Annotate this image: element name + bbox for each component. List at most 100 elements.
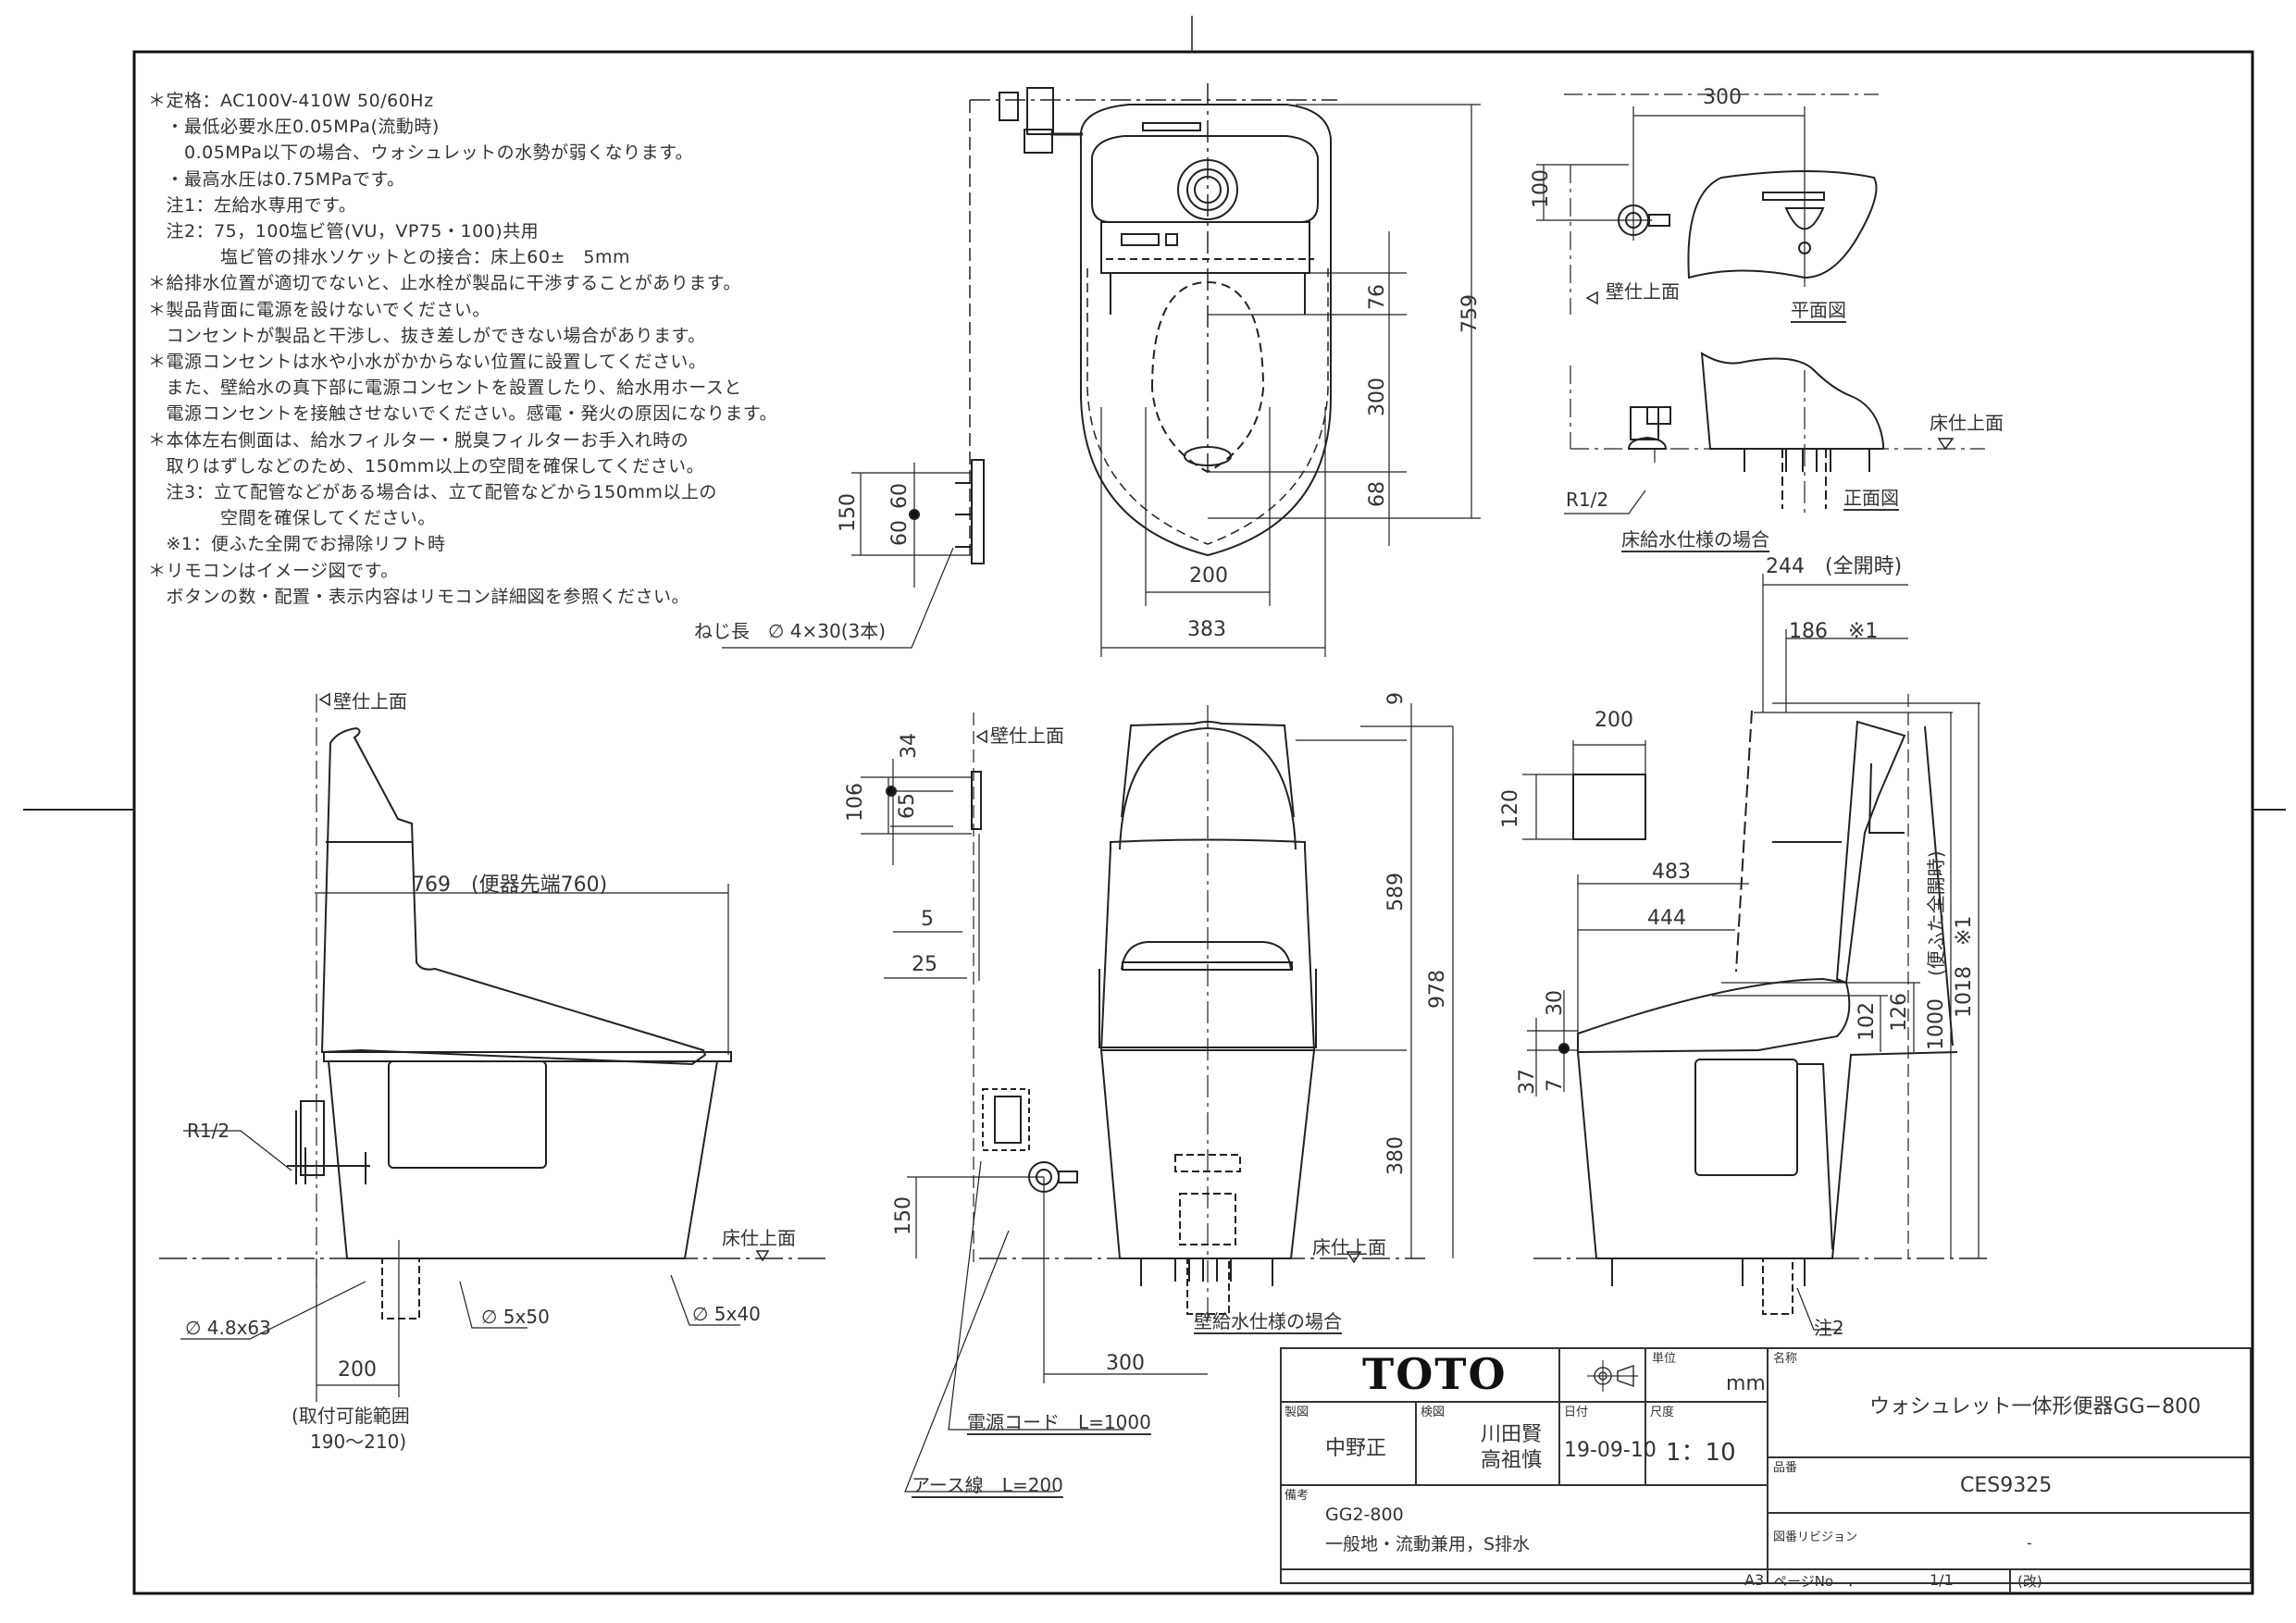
dim-589: 589 bbox=[1384, 873, 1408, 911]
dim-1018: 1018 ※1 bbox=[1953, 915, 1976, 1018]
note-line: 注2：75，100塩ビ管(VU，VP75・100)共用 bbox=[148, 221, 540, 242]
dim-300: 300 bbox=[1366, 378, 1389, 416]
floor-supply-views bbox=[1536, 93, 1985, 518]
note-line: コンセントが製品と干渉し、抜き差しができない場合があります。 bbox=[148, 325, 706, 346]
revision-label: 図番リビジョン bbox=[1773, 1530, 1858, 1544]
date-label: 日付 bbox=[1564, 1406, 1589, 1419]
dim-65: 65 bbox=[896, 793, 919, 819]
floor-finish-label: 床仕上面 bbox=[722, 1227, 796, 1249]
screw-5x40: ∅ 5x40 bbox=[692, 1303, 761, 1325]
dim-1000: 1000 bbox=[1925, 998, 1948, 1050]
dim-34: 34 bbox=[898, 733, 921, 759]
power-cord-label: 電源コード L=1000 bbox=[967, 1411, 1151, 1433]
dim-left-200: 200 bbox=[338, 1358, 377, 1381]
note-line: ※1：便ふた全開でお掃除リフト時 bbox=[148, 534, 446, 555]
note-line: ＊給排水位置が適切でないと、止水栓が製品に干渉することがあります。 bbox=[148, 273, 741, 294]
note-line: ＊定格：AC100V-410W 50/60Hz bbox=[148, 91, 434, 111]
dim-37: 37 bbox=[1516, 1069, 1539, 1095]
dim-9: 9 bbox=[1384, 692, 1408, 705]
page-number: 1/1 bbox=[1930, 1571, 1954, 1589]
note-line: また、壁給水の真下部に電源コンセントを設置したり、給水用ホースと bbox=[148, 378, 742, 399]
dim-remote-60a: 60 bbox=[888, 483, 912, 509]
plan-view bbox=[722, 83, 1481, 657]
dim-remote-120: 120 bbox=[1499, 789, 1522, 828]
revision-mark: (改) bbox=[2017, 1573, 2042, 1590]
general-notes: ＊定格：AC100V-410W 50/60Hz ・最低必要水圧0.05MPa(流… bbox=[148, 88, 777, 610]
dim-244: 244 (全開時) bbox=[1766, 555, 1903, 578]
range-label: (取付可能範囲 bbox=[292, 1405, 410, 1427]
screw-5x50: ∅ 5x50 bbox=[481, 1306, 550, 1328]
unit-label: 単位 bbox=[1652, 1352, 1677, 1366]
scale-label: 尺度 bbox=[1650, 1406, 1675, 1419]
note-line: 塩ビ管の排水ソケットとの接合：床上60± 5mm bbox=[148, 247, 631, 268]
note2-label: 注2 bbox=[1814, 1317, 1844, 1339]
side-view-right bbox=[1522, 574, 1990, 1331]
dim-7: 7 bbox=[1544, 1079, 1567, 1092]
date-value: 19-09-10 bbox=[1564, 1439, 1657, 1462]
scale-value: 1：10 bbox=[1666, 1439, 1736, 1467]
dim-978: 978 bbox=[1426, 970, 1449, 1009]
part-number: CES9325 bbox=[1960, 1474, 2053, 1497]
dim-floor-100: 100 bbox=[1530, 169, 1553, 208]
note-line: ＊リモコンはイメージ図です。 bbox=[148, 560, 399, 581]
dim-102: 102 bbox=[1855, 1002, 1879, 1041]
dim-remote-150: 150 bbox=[837, 493, 860, 532]
note-line: 注1：左給水専用です。 bbox=[148, 194, 357, 216]
dim-200: 200 bbox=[1189, 564, 1228, 588]
remarks-line-2: 一般地・流動兼用，S排水 bbox=[1325, 1534, 1531, 1555]
dim-759: 759 bbox=[1458, 294, 1482, 333]
revision-value: - bbox=[2027, 1534, 2032, 1552]
note-line: ＊製品背面に電源を設けないでください。 bbox=[148, 299, 490, 320]
wall-finish-label: 壁仕上面 bbox=[1606, 280, 1680, 303]
dim-300: 300 bbox=[1106, 1352, 1145, 1375]
floor-finish-label: 床仕上面 bbox=[1930, 412, 2004, 434]
note-line: 空間を確保してください。 bbox=[148, 508, 436, 529]
note-line: 0.05MPa以下の場合、ウォシュレットの水勢が弱くなります。 bbox=[148, 142, 694, 164]
dim-444: 444 bbox=[1647, 907, 1686, 930]
wall-supply-title: 壁給水仕様の場合 bbox=[1194, 1310, 1342, 1332]
checked-label: 検図 bbox=[1421, 1406, 1446, 1419]
dim-25: 25 bbox=[912, 953, 937, 976]
note-line: ・最高水圧は0.75MPaです。 bbox=[148, 168, 405, 190]
dim-106: 106 bbox=[844, 783, 867, 822]
paper-size: A3 bbox=[1744, 1571, 1765, 1589]
drawn-by: 中野正 bbox=[1325, 1437, 1387, 1460]
dim-769: 769 (便器先端760) bbox=[412, 873, 608, 897]
page-label: ページNo ． bbox=[1773, 1573, 1862, 1590]
dim-5: 5 bbox=[921, 908, 934, 931]
earth-wire-label: アース線 L=200 bbox=[912, 1474, 1063, 1496]
dim-380: 380 bbox=[1384, 1136, 1408, 1175]
wall-finish-label: 壁仕上面 bbox=[333, 690, 407, 712]
floor-finish-label: 床仕上面 bbox=[1312, 1236, 1386, 1258]
note-line: ＊本体左右側面は、給水フィルター・脱臭フィルターお手入れ時の bbox=[148, 429, 689, 451]
dim-126: 126 bbox=[1888, 993, 1911, 1032]
dim-floor-300: 300 bbox=[1703, 86, 1742, 109]
dim-483: 483 bbox=[1652, 861, 1691, 884]
dim-remote-60b: 60 bbox=[888, 520, 912, 546]
dim-186: 186 ※1 bbox=[1789, 620, 1879, 643]
plan-view-label: 平面図 bbox=[1791, 299, 1846, 321]
floor-supply-title: 床給水仕様の場合 bbox=[1621, 528, 1769, 551]
r12-label: R1/2 bbox=[1566, 489, 1609, 511]
dim-76: 76 bbox=[1366, 284, 1389, 310]
dim-remote-200: 200 bbox=[1595, 709, 1633, 732]
side-view-left bbox=[159, 692, 828, 1402]
note-line: 注3：立て配管などがある場合は、立て配管などから150mm以上の bbox=[148, 482, 717, 503]
brand-logo: TOTO bbox=[1362, 1349, 1508, 1399]
dim-30: 30 bbox=[1544, 990, 1567, 1016]
note-line: 電源コンセントを接触させないでください。感電・発火の原因になります。 bbox=[148, 403, 778, 425]
note-line: ボタンの数・配置・表示内容はリモコン詳細図を参照ください。 bbox=[148, 586, 690, 607]
front-view-label: 正面図 bbox=[1843, 487, 1899, 509]
remarks-line-1: GG2-800 bbox=[1325, 1505, 1404, 1525]
dim-1000-note: (便ふた全開時) bbox=[1925, 850, 1947, 976]
note-line: ・最低必要水圧0.05MPa(流動時) bbox=[148, 117, 440, 138]
screw-label: ねじ長 ∅ 4×30(3本) bbox=[694, 620, 887, 642]
checked-by-1: 川田賢 bbox=[1481, 1423, 1543, 1446]
wall-finish-label: 壁仕上面 bbox=[990, 725, 1064, 747]
drawn-label: 製図 bbox=[1285, 1406, 1309, 1419]
remarks-label: 備考 bbox=[1285, 1489, 1309, 1503]
part-label: 品番 bbox=[1773, 1461, 1798, 1475]
dim-68: 68 bbox=[1366, 481, 1389, 507]
